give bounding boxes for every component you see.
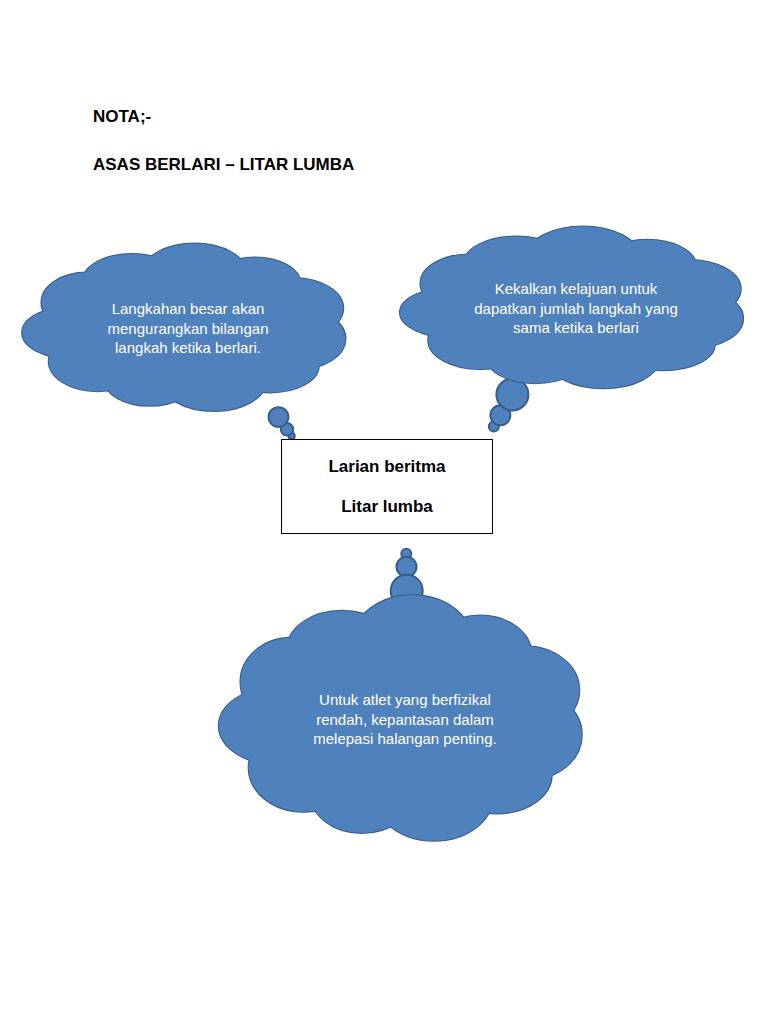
- thought-cloud: Untuk atlet yang berfizikal rendah, kepa…: [222, 590, 588, 848]
- box-subheading: Litar lumba: [341, 497, 433, 517]
- box-heading: Larian beritma: [328, 457, 445, 477]
- cloud-text: Langkahan besar akan mengurangkan bilang…: [92, 299, 284, 358]
- cloud-text: Untuk atlet yang berfizikal rendah, kepa…: [299, 690, 511, 749]
- thought-bubble-trail: [269, 407, 295, 439]
- title: ASAS BERLARI – LITAR LUMBA: [93, 155, 354, 175]
- note-label: NOTA;-: [93, 107, 151, 127]
- thought-cloud: Kekalkan kelajuan untuk dapatkan jumlah …: [403, 223, 749, 393]
- thought-bubble-trail: [489, 379, 529, 432]
- cloud-text: Kekalkan kelajuan untuk dapatkan jumlah …: [474, 279, 678, 338]
- thought-cloud: Langkahan besar akan mengurangkan bilang…: [25, 240, 351, 416]
- topic-box: Larian beritmaLitar lumba: [281, 439, 493, 534]
